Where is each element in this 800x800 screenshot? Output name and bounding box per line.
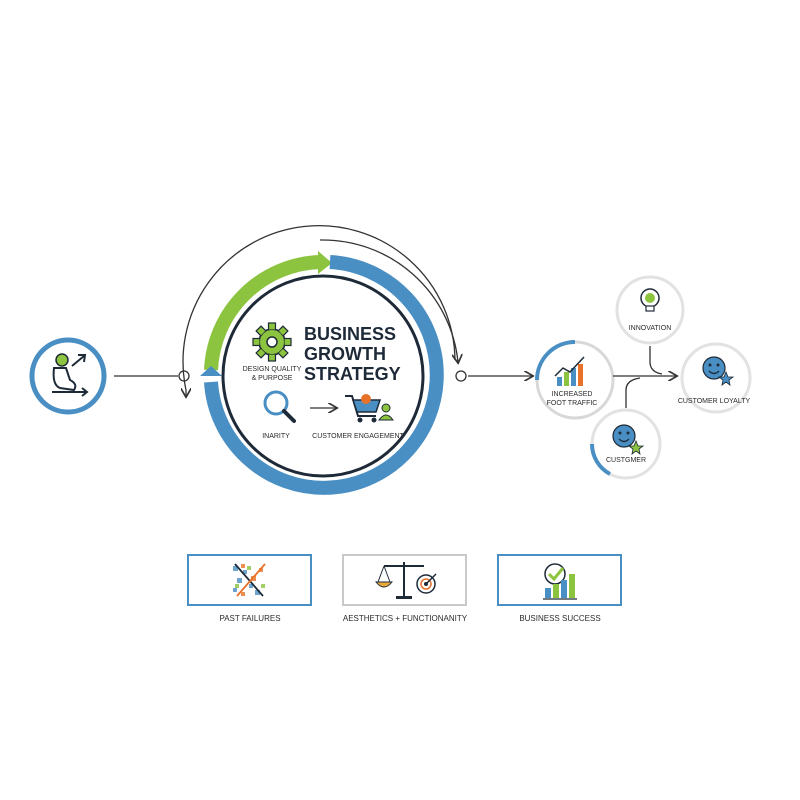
innovation-label: INNOVATION (629, 325, 672, 332)
checkmark-chart-icon (543, 563, 577, 600)
lightbulb-icon (640, 288, 660, 312)
gear-icon (252, 322, 292, 362)
loyalty-label: CUSTOMER LOYALTY (678, 398, 751, 405)
connector-node-right (455, 370, 467, 382)
traffic-label-line-2: FOOT TRAFFIC (547, 400, 598, 407)
scattered-cross-icon (233, 563, 266, 597)
title-line-2: GROWTH (304, 344, 386, 364)
green-arc-head (318, 251, 332, 274)
customer-label: CUSTGMER (606, 457, 646, 464)
traffic-label-line-1: INCREASED (552, 391, 593, 398)
traffic-node: INCREASED FOOT TRAFFIC (535, 340, 615, 420)
clarity-label: INARITY (262, 433, 290, 440)
shopping-cart-icon (345, 394, 394, 423)
footprint-arrow-icon (52, 353, 89, 397)
aesthetics-box (342, 554, 467, 606)
past-failures-box (187, 554, 312, 606)
entry-node (29, 337, 107, 415)
loyalty-node: CUSTOMER LOYALTY (678, 342, 752, 414)
green-arc (204, 255, 321, 371)
success-box (497, 554, 622, 606)
success-label: BUSINESS SUCCESS (519, 614, 601, 623)
smiley-star-icon (612, 424, 645, 455)
title-line-3: STRATEGY (304, 364, 401, 384)
balance-scale-icon (374, 562, 437, 599)
smiley-star-icon (702, 356, 735, 386)
title-line-1: BUSINESS (304, 324, 396, 344)
blue-arc (204, 255, 444, 495)
outer-ring (183, 224, 458, 396)
past-failures-label: PAST FAILURES (219, 614, 281, 623)
outcome-connectors (613, 346, 676, 408)
aesthetics-label: AESTHETICS + FUNCTIONANITY (342, 614, 468, 623)
magnifier-icon (263, 390, 296, 423)
design-label-line-2: & PURPOSE (252, 375, 293, 382)
blue-arc-head (200, 366, 222, 376)
innovation-node: INNOVATION (615, 275, 685, 345)
engagement-label: CUSTOMER ENGAGEMENT (312, 433, 404, 440)
design-label-line-1: DESIGN QUALITY (243, 366, 302, 373)
customer-node: CUSTGMER (590, 408, 662, 480)
bar-chart-icon (554, 356, 585, 386)
